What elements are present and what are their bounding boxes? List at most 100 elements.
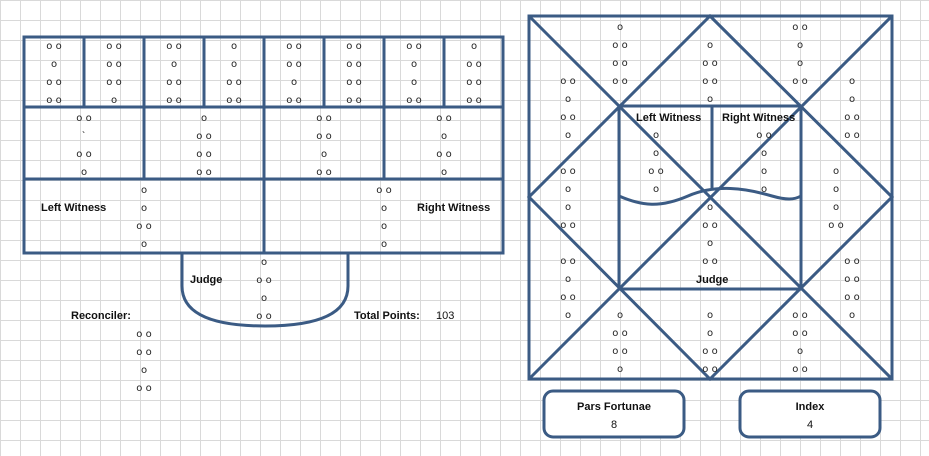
reconciler-row-1: o o	[136, 329, 151, 340]
left-witness-label: Left Witness	[41, 202, 106, 214]
house-3-row-3: o	[565, 202, 571, 213]
mother-4-row-4: o o	[226, 95, 241, 106]
house-2-row-3: o o	[560, 112, 575, 123]
judge-label: Judge	[190, 274, 222, 286]
mother-2-row-2: o o	[106, 59, 121, 70]
index-value: 4	[807, 419, 813, 431]
sq-left-witness-row-1: o	[653, 130, 659, 141]
mother-2-row-4: o	[111, 95, 117, 106]
pars-fortunae-value: 8	[611, 419, 617, 431]
mother-7-row-2: o	[411, 59, 417, 70]
house-5-row-4: o	[617, 364, 623, 375]
index-label: Index	[796, 401, 826, 413]
house-10-row-4: o o	[844, 130, 859, 141]
judge-row-4: o o	[256, 311, 271, 322]
mother-3-row-3: o o	[166, 77, 181, 88]
niece-2-row-1: o	[201, 113, 207, 124]
niece-4-row-1: o o	[436, 113, 451, 124]
mother-4-row-1: o	[231, 41, 237, 52]
niece-4-row-2: o	[441, 131, 447, 142]
mother-5-row-1: o o	[286, 41, 301, 52]
niece-1-row-3: o o	[76, 149, 91, 160]
right-witness-row-2: o	[381, 203, 387, 214]
house-12-row-3: o o	[702, 76, 717, 87]
total-points-label: Total Points:	[354, 310, 420, 322]
mother-6-row-4: o o	[346, 95, 361, 106]
left-witness-row-2: o	[141, 203, 147, 214]
house-11-row-4: o o	[792, 76, 807, 87]
house-5-row-3: o o	[612, 346, 627, 357]
total-points-value: 103	[436, 310, 454, 322]
house-2-row-1: o o	[560, 76, 575, 87]
house-10-row-1: o	[849, 76, 855, 87]
right-witness-row-1: o o	[376, 185, 391, 196]
pars-fortunae-label: Pars Fortunae	[577, 401, 651, 413]
mother-8-row-4: o o	[466, 95, 481, 106]
niece-3-row-3: o	[321, 149, 327, 160]
house-12-row-4: o	[707, 94, 713, 105]
mother-8-row-1: o	[471, 41, 477, 52]
mother-3-row-2: o	[171, 59, 177, 70]
house-1-row-3: o o	[612, 58, 627, 69]
sq-right-witness-row-3: o	[761, 166, 767, 177]
house-11-row-2: o	[797, 40, 803, 51]
house-2-row-2: o	[565, 94, 571, 105]
mother-1-row-2: o	[51, 59, 57, 70]
sq-right-witness-row-2: o	[761, 148, 767, 159]
niece-1-row-4: o	[81, 167, 87, 178]
house-7-row-1: o o	[792, 310, 807, 321]
left-witness-row-1: o	[141, 185, 147, 196]
house-6-row-3: o o	[702, 346, 717, 357]
house-2-row-4: o	[565, 130, 571, 141]
house-8-row-1: o o	[844, 256, 859, 267]
mother-4-row-2: o	[231, 59, 237, 70]
house-9-row-2: o	[833, 184, 839, 195]
niece-4-row-3: o o	[436, 149, 451, 160]
house-7-row-4: o o	[792, 364, 807, 375]
reconciler-label: Reconciler:	[71, 310, 131, 322]
mother-1-row-3: o o	[46, 77, 61, 88]
niece-3-row-2: o o	[316, 131, 331, 142]
pars-fortunae-box: Pars Fortunae 8	[542, 389, 686, 439]
house-6-row-2: o	[707, 328, 713, 339]
judge-cup	[180, 253, 350, 328]
house-12-row-1: o	[707, 40, 713, 51]
sq-left-witness-label: Left Witness	[636, 112, 701, 124]
right-witness-row-4: o	[381, 239, 387, 250]
house-6-row-4: o o	[702, 364, 717, 375]
house-4-row-3: o o	[560, 292, 575, 303]
mother-6-row-2: o o	[346, 59, 361, 70]
house-6-row-1: o	[707, 310, 713, 321]
niece-3-row-1: o o	[316, 113, 331, 124]
niece-1-row-2: `	[82, 130, 87, 142]
mother-6-row-1: o o	[346, 41, 361, 52]
mother-1-row-1: o o	[46, 41, 61, 52]
witness-wave	[618, 187, 802, 206]
judge-row-2: o o	[256, 275, 271, 286]
house-1-row-2: o o	[612, 40, 627, 51]
house-9-row-3: o	[833, 202, 839, 213]
reconciler-row-4: o o	[136, 383, 151, 394]
house-9-row-1: o	[833, 166, 839, 177]
mother-2-row-3: o o	[106, 77, 121, 88]
niece-1-row-1: o o	[76, 113, 91, 124]
mother-4-row-3: o o	[226, 77, 241, 88]
house-10-row-3: o o	[844, 112, 859, 123]
house-8-row-2: o o	[844, 274, 859, 285]
mother-8-row-2: o o	[466, 59, 481, 70]
house-11-row-3: o	[797, 58, 803, 69]
sq-judge-row-2: o o	[702, 220, 717, 231]
house-10-row-2: o	[849, 94, 855, 105]
house-3-row-4: o o	[560, 220, 575, 231]
house-1-row-4: o o	[612, 76, 627, 87]
mother-5-row-4: o o	[286, 95, 301, 106]
left-witness-row-3: o o	[136, 221, 151, 232]
square-chart	[526, 13, 895, 382]
mother-8-row-3: o o	[466, 77, 481, 88]
mother-1-row-4: o o	[46, 95, 61, 106]
sq-left-witness-row-3: o o	[648, 166, 663, 177]
reconciler-row-2: o o	[136, 347, 151, 358]
judge-row-3: o	[261, 293, 267, 304]
